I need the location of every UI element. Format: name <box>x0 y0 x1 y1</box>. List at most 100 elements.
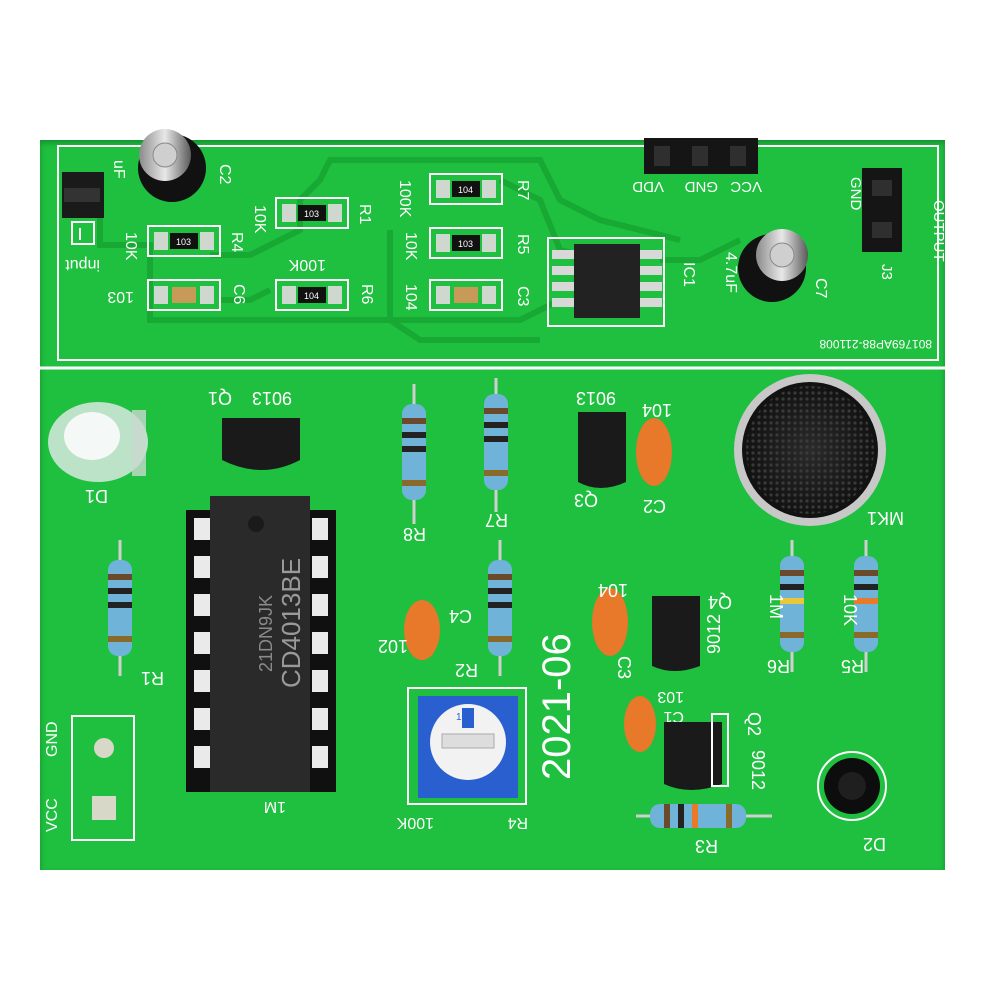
q2-label: Q2 <box>744 712 764 736</box>
d2-label: D2 <box>863 834 886 854</box>
c2-value: 104 <box>642 400 672 420</box>
r8-label: R8 <box>403 524 426 544</box>
r6-resistor <box>780 540 804 672</box>
c4-label: C4 <box>449 606 472 626</box>
c3-smd-capacitor <box>429 279 503 311</box>
power-terminal <box>71 715 135 841</box>
r7-smd-resistor: 104 <box>429 173 503 205</box>
input-label: input <box>65 256 100 273</box>
r4-top-value: 10K <box>122 232 139 261</box>
date-label: 2021-06 <box>535 633 579 780</box>
r6-top-label: R6 <box>358 284 375 305</box>
c1-capacitor <box>624 696 656 752</box>
q3-transistor <box>578 412 626 488</box>
ic1-soic-chip <box>547 237 665 327</box>
r7-label: R7 <box>485 510 508 530</box>
top-traces <box>97 157 742 343</box>
r5-top-value: 10K <box>402 232 419 261</box>
q2-value: 9012 <box>748 750 768 790</box>
mk1-microphone <box>734 374 886 526</box>
q1-label: Q1 <box>208 388 232 408</box>
c7-label: C7 <box>812 278 829 299</box>
r3-label: R3 <box>695 836 718 856</box>
r5-smd-resistor: 103 <box>429 227 503 259</box>
cd4013-chip <box>186 496 336 792</box>
r4-label: R4 <box>507 814 528 831</box>
r4-smd-resistor: 103 <box>147 225 221 257</box>
q1-value: 9013 <box>252 388 292 408</box>
header-label-gnd: GND <box>685 178 719 195</box>
r4-code: 103 <box>176 237 191 247</box>
q3-label: Q3 <box>574 490 598 510</box>
r7-top-value: 100K <box>396 180 413 218</box>
gnd-label: GND <box>44 721 61 757</box>
pcb-code: 801769AP88-211008 <box>819 337 932 351</box>
c3-capacitor <box>592 588 628 656</box>
q4-value: 9012 <box>704 614 724 654</box>
section-divider <box>40 145 945 370</box>
r4-top-label: R4 <box>228 232 245 253</box>
c2-top-value: uF <box>110 160 127 179</box>
r7-code: 104 <box>458 185 473 195</box>
c7-capacitor <box>738 229 808 302</box>
q2-transistor <box>664 713 729 790</box>
r4-value: 100K <box>396 814 434 831</box>
r4-potentiometer <box>407 687 527 805</box>
d1-led <box>48 402 148 482</box>
r1-resistor <box>108 540 132 676</box>
pot-code: 104 <box>456 712 473 723</box>
ic1-label: IC1 <box>680 262 697 287</box>
c2-label: C2 <box>643 496 666 516</box>
r5-top-label: R5 <box>514 234 531 255</box>
c2-capacitor <box>636 418 672 486</box>
header-label-vcc: VCC <box>730 178 762 195</box>
j3-gnd-label: GND <box>847 177 864 211</box>
ic-label: 1M <box>264 798 286 815</box>
r2-label: R2 <box>455 660 478 680</box>
q4-transistor <box>652 596 700 671</box>
r7-resistor <box>484 378 508 512</box>
r6-code: 104 <box>304 291 319 301</box>
r1-label: R1 <box>141 668 164 688</box>
mk1-label: MK1 <box>867 508 904 528</box>
input-connector <box>62 172 104 245</box>
r2-resistor <box>488 540 512 676</box>
r1-smd-resistor: 103 <box>275 197 349 229</box>
q3-value: 9013 <box>576 388 616 408</box>
r6-top-value: 100K <box>288 256 326 273</box>
c1-value: 103 <box>657 688 684 705</box>
d2-led <box>817 751 887 821</box>
ic-marking-2: CD4013BE <box>276 558 306 688</box>
c3-top-value: 104 <box>402 284 419 311</box>
c4-capacitor <box>404 600 440 660</box>
q4-label: Q4 <box>708 592 732 612</box>
j3-output-connector <box>862 168 902 252</box>
r3-resistor <box>636 804 772 828</box>
r6-label: R6 <box>767 656 790 676</box>
ic-marking-1: 21DN9JK <box>256 595 276 672</box>
r6-value: 1M <box>766 594 786 619</box>
power-header <box>644 138 758 174</box>
r1-top-label: R1 <box>356 204 373 225</box>
c1-label: C1 <box>663 708 684 725</box>
c4-value: 102 <box>378 636 408 656</box>
q1-transistor <box>222 418 300 470</box>
r5-value: 10K <box>840 594 860 626</box>
header-label-vdd: VDD <box>632 178 664 195</box>
c3-value: 104 <box>598 580 628 600</box>
r5-resistor <box>854 540 878 672</box>
j3-label: J3 <box>878 264 895 280</box>
j3-output-label: OUTPUT <box>930 200 947 262</box>
c3-top-label: C3 <box>514 286 531 307</box>
c6-smd-capacitor <box>147 279 221 311</box>
r5-code: 103 <box>458 239 473 249</box>
c3-label: C3 <box>614 656 634 679</box>
c6-top-label: C6 <box>230 284 247 305</box>
c6-top-value: 103 <box>107 288 134 305</box>
r5-label: R5 <box>841 656 864 676</box>
r7-top-label: R7 <box>514 180 531 201</box>
r1-top-value: 10K <box>251 205 268 234</box>
d1-label: D1 <box>85 486 108 506</box>
c2-top-capacitor <box>138 129 206 202</box>
